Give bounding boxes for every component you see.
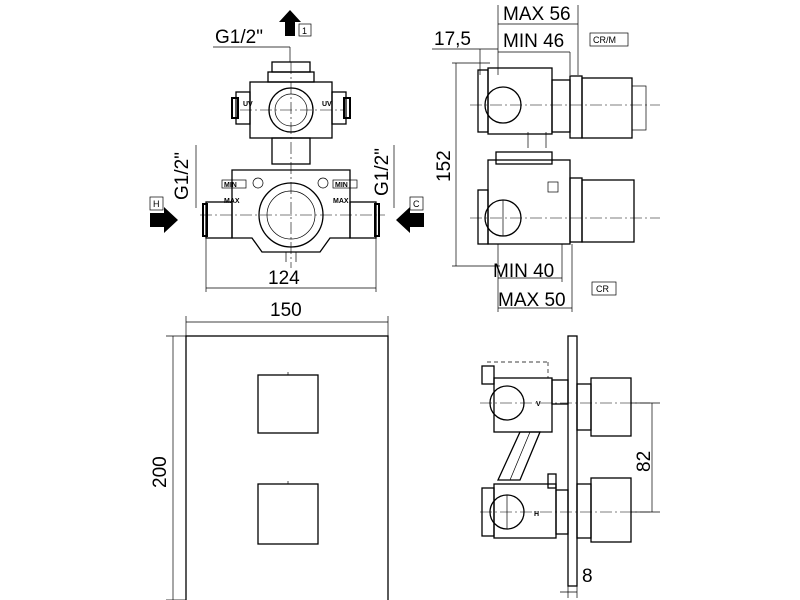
finish-top-label: CR/M [593,35,616,45]
outlet-tag-box [298,23,312,37]
min-label-right: MIN [335,182,348,189]
svg-text:UV: UV [243,101,253,108]
plate-width-dimension: 150 [270,300,302,321]
marker-h: H [534,511,539,518]
upper-knob [257,374,319,434]
side-view-plate: V H 82 8 [480,335,660,598]
max-depth-bottom-label: MAX 50 [498,290,566,311]
width-dimension: 124 [268,268,300,289]
lower-knob [257,483,319,545]
hot-inlet-arrow-icon [150,207,178,233]
max-depth-label: MAX 56 [503,4,571,25]
min-depth-label: MIN 46 [503,31,564,52]
min-depth-bottom-label: MIN 40 [493,261,554,282]
plate-section [567,335,578,587]
outlet-arrow-icon [279,10,301,36]
plate-view: 150 200 [150,300,389,600]
hot-tag: H [153,199,160,209]
thread-top-label: G1/2" [215,27,263,48]
svg-text:V: V [536,401,541,408]
height-dimension: 152 [434,150,455,182]
max-label-right: MAX [333,198,349,205]
cold-tag-box [409,196,424,211]
thread-right-label: G1/2" [372,148,393,196]
hot-tag-box [149,196,164,211]
front-view: 1 G1/2" UV UV MIN MIN MAX MAX [149,10,424,292]
offset-label: 17,5 [434,29,471,50]
finish-bottom-label: CR [596,284,609,294]
thread-left-label: G1/2" [172,152,193,200]
svg-text:UV: UV [322,101,332,108]
cold-inlet-arrow-icon [396,207,424,233]
plate-height-dimension: 200 [150,456,171,488]
spacing-dimension: 82 [634,451,655,472]
cold-tag: C [413,199,420,209]
side-view-body: MAX 56 17,5 MIN 46 CR/M 152 [432,4,660,312]
outlet-tag: 1 [302,26,307,36]
thickness-dimension: 8 [582,566,593,587]
cover-plate [185,335,389,600]
min-label-left: MIN [224,182,237,189]
